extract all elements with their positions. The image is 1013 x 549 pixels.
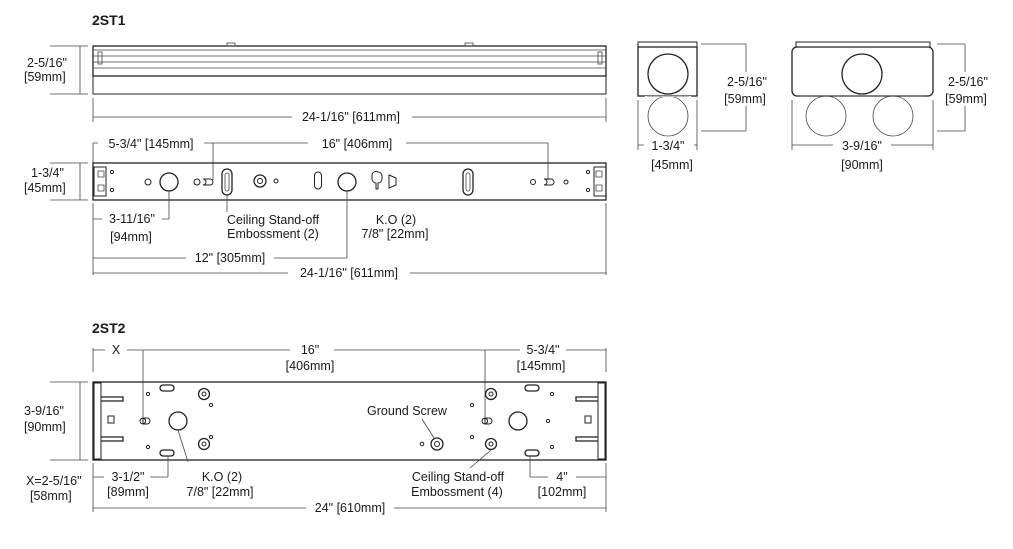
st1-width-mm: [45mm] — [24, 181, 66, 195]
st1-end-height-inch: 2-5/16" — [727, 75, 767, 89]
st2-right-offset-inch: 4" — [556, 470, 567, 484]
st2-standoff-label-2: Embossment (4) — [411, 485, 503, 499]
st1-top-offset-label: 5-3/4" [145mm] — [108, 137, 193, 151]
st1-ko-offset-inch: 3-11/16" — [109, 212, 155, 226]
st2-top-view — [92, 381, 607, 461]
st2-ko-offset-inch: 3-1/2" — [112, 470, 145, 484]
st1-ko-label-1: K.O (2) — [376, 213, 416, 227]
st1-top-spacing-label: 16" [406mm] — [322, 137, 392, 151]
st2-ko-offset-mm: [89mm] — [107, 485, 149, 499]
st2-width-mm: [90mm] — [24, 420, 66, 434]
st1-ko-center-label: 12" [305mm] — [195, 251, 265, 265]
st1-end-view — [637, 41, 698, 137]
title-2st1: 2ST1 — [92, 12, 126, 28]
st2-end-offset-inch: 5-3/4" — [527, 343, 560, 357]
title-2st2: 2ST2 — [92, 320, 126, 336]
ground-screw-label: Ground Screw — [367, 404, 448, 418]
st1-width-inch: 1-3/4" — [31, 166, 64, 180]
st2-width-inch: 3-9/16" — [24, 404, 64, 418]
st1-side-length-dimension — [92, 98, 607, 124]
st2-end-offset-mm: [145mm] — [517, 359, 566, 373]
st2-end-height-mm: [59mm] — [945, 92, 987, 106]
st2-end-view — [791, 41, 934, 137]
ground-screw-leader — [421, 418, 435, 439]
st1-side-view — [92, 42, 607, 95]
st2-total-length-label: 24" [610mm] — [315, 501, 385, 515]
st2-ko-label-2: 7/8" [22mm] — [187, 485, 254, 499]
st1-bottom-dimensions — [92, 191, 607, 281]
st2-x-value-mm: [58mm] — [30, 489, 72, 503]
st1-bottom-length-label: 24-1/16" [611mm] — [300, 266, 398, 280]
st1-end-height-mm: [59mm] — [724, 92, 766, 106]
st2-bottom-dimensions — [92, 429, 607, 516]
st1-standoff-label-1: Ceiling Stand-off — [227, 213, 320, 227]
st2-right-offset-mm: [102mm] — [538, 485, 587, 499]
st2-spacing-inch: 16" — [301, 343, 319, 357]
st2-end-width-inch: 3-9/16" — [842, 139, 882, 153]
st2-end-width-mm: [90mm] — [841, 158, 883, 172]
st1-end-width-inch: 1-3/4" — [652, 139, 685, 153]
st1-side-length-label: 24-1/16" [611mm] — [302, 110, 400, 124]
st2-spacing-mm: [406mm] — [286, 359, 335, 373]
st1-width-dimension — [50, 162, 88, 201]
st1-top-view — [92, 162, 607, 201]
st2-ko-label-1: K.O (2) — [202, 470, 242, 484]
st2-x-value-inch: X=2-5/16" — [26, 474, 82, 488]
st1-ko-label-2: 7/8" [22mm] — [362, 227, 429, 241]
st1-end-dimensions — [637, 43, 777, 153]
st2-top-dimensions — [92, 342, 607, 420]
st2-width-dimension — [50, 381, 88, 461]
st2-end-height-inch: 2-5/16" — [948, 75, 988, 89]
st1-side-height-mm: [59mm] — [24, 70, 66, 84]
st2-x-label: X — [112, 343, 121, 357]
st1-ko-offset-mm: [94mm] — [110, 230, 152, 244]
st2-end-dimensions — [791, 43, 1003, 153]
st1-end-width-mm: [45mm] — [651, 158, 693, 172]
st1-standoff-label-2: Embossment (2) — [227, 227, 319, 241]
st2-standoff-label-1: Ceiling Stand-off — [412, 470, 505, 484]
st1-top-dimensions — [92, 135, 549, 180]
st1-side-height-dimension — [50, 45, 88, 95]
st1-side-height-inch: 2-5/16" — [27, 56, 67, 70]
